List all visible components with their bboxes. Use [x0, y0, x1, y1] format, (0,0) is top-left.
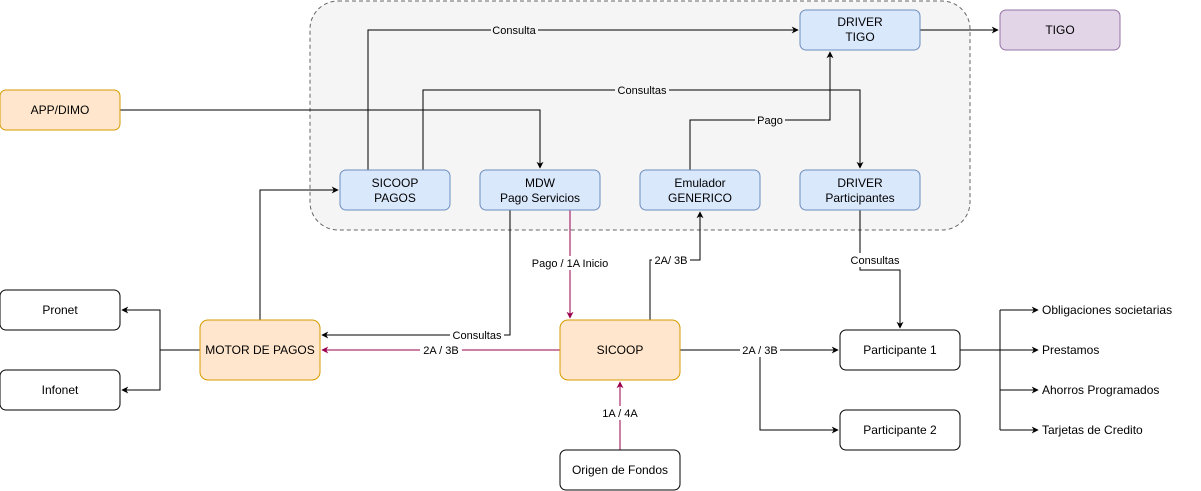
node-sicoop-pagos-line1: SICOOP: [372, 176, 419, 190]
label-pago: Pago: [757, 115, 783, 127]
output-tarjetas-de-credito: Tarjetas de Credito: [1042, 423, 1143, 437]
node-sicoop-pagos-line2: PAGOS: [374, 191, 416, 205]
edge-motor-to-pronet: [121, 306, 200, 351]
edge-labels: Consulta Consultas Pago Pago / 1A Inicio…: [420, 23, 902, 420]
label-consulta: Consulta: [492, 25, 536, 37]
node-sicoop[interactable]: SICOOP: [559, 319, 681, 381]
edge-participante-1-trunk: [960, 310, 1001, 430]
node-tigo-label: TIGO: [1045, 23, 1074, 37]
node-infonet[interactable]: Infonet: [0, 369, 121, 411]
node-emulador[interactable]: Emulador GENERICO: [639, 169, 761, 211]
node-participante-2[interactable]: Participante 2: [839, 409, 961, 451]
node-emulador-line1: Emulador: [674, 176, 725, 190]
node-participante-2-label: Participante 2: [863, 423, 937, 437]
node-pronet[interactable]: Pronet: [0, 289, 121, 331]
label-sicoop-participantes: 2A / 3B: [742, 345, 777, 357]
node-driver-tigo-line2: TIGO: [845, 30, 874, 44]
node-pronet-label: Pronet: [42, 303, 78, 317]
edge-motor-to-sicoop-pagos: [259, 186, 339, 320]
label-sicoop-motor: 2A / 3B: [423, 345, 458, 357]
edge-driver-participantes-to-participante-1: [859, 210, 904, 329]
node-mdw[interactable]: MDW Pago Servicios: [479, 169, 601, 211]
node-motor-pagos[interactable]: MOTOR DE PAGOS: [199, 319, 321, 381]
node-origen-fondos[interactable]: Origen de Fondos: [559, 449, 681, 491]
node-driver-tigo-line1: DRIVER: [837, 15, 883, 29]
node-tigo[interactable]: TIGO: [999, 9, 1121, 51]
node-driver-participantes-line2: Participantes: [825, 191, 894, 205]
node-participante-1-label: Participante 1: [863, 343, 937, 357]
node-app-dimo[interactable]: APP/DIMO: [0, 89, 121, 131]
label-origen-sicoop: 1A / 4A: [602, 408, 638, 420]
node-driver-participantes[interactable]: DRIVER Participantes: [799, 169, 921, 211]
node-mdw-line2: Pago Servicios: [500, 191, 580, 205]
node-participante-1[interactable]: Participante 1: [839, 329, 961, 371]
node-infonet-label: Infonet: [42, 383, 79, 397]
nodes: DRIVER TIGO TIGO APP/DIMO SICOOP PAGOS M…: [0, 9, 1121, 491]
node-origen-fondos-label: Origen de Fondos: [572, 463, 668, 477]
edge-motor-to-infonet: [121, 350, 161, 394]
output-ahorros-programados: Ahorros Programados: [1042, 383, 1159, 397]
label-mdw-motor: Consultas: [453, 330, 502, 342]
node-app-dimo-label: APP/DIMO: [31, 103, 90, 117]
label-pago-1a-inicio: Pago / 1A Inicio: [532, 258, 608, 270]
node-motor-pagos-label: MOTOR DE PAGOS: [205, 343, 315, 357]
node-sicoop-label: SICOOP: [597, 343, 644, 357]
edge-sicoop-to-participante-2: [759, 350, 839, 434]
node-driver-participantes-line1: DRIVER: [837, 176, 883, 190]
node-driver-tigo[interactable]: DRIVER TIGO: [799, 9, 921, 51]
output-obligaciones-societarias: Obligaciones societarias: [1042, 303, 1172, 317]
output-prestamos: Prestamos: [1042, 343, 1099, 357]
node-mdw-line1: MDW: [525, 176, 556, 190]
participant-outputs: Obligaciones societarias Prestamos Ahorr…: [1042, 303, 1172, 437]
edge-app-dimo-to-mdw: [120, 109, 544, 169]
label-sicoop-emulador: 2A/ 3B: [654, 255, 687, 267]
node-emulador-line2: GENERICO: [668, 191, 732, 205]
label-consultas-top: Consultas: [618, 85, 667, 97]
edge-mdw-to-motor: [321, 210, 511, 339]
edge-sicoop-pagos-to-driver-tigo: [367, 26, 799, 170]
node-sicoop-pagos[interactable]: SICOOP PAGOS: [339, 169, 451, 211]
label-driver-participante: Consultas: [851, 255, 900, 267]
